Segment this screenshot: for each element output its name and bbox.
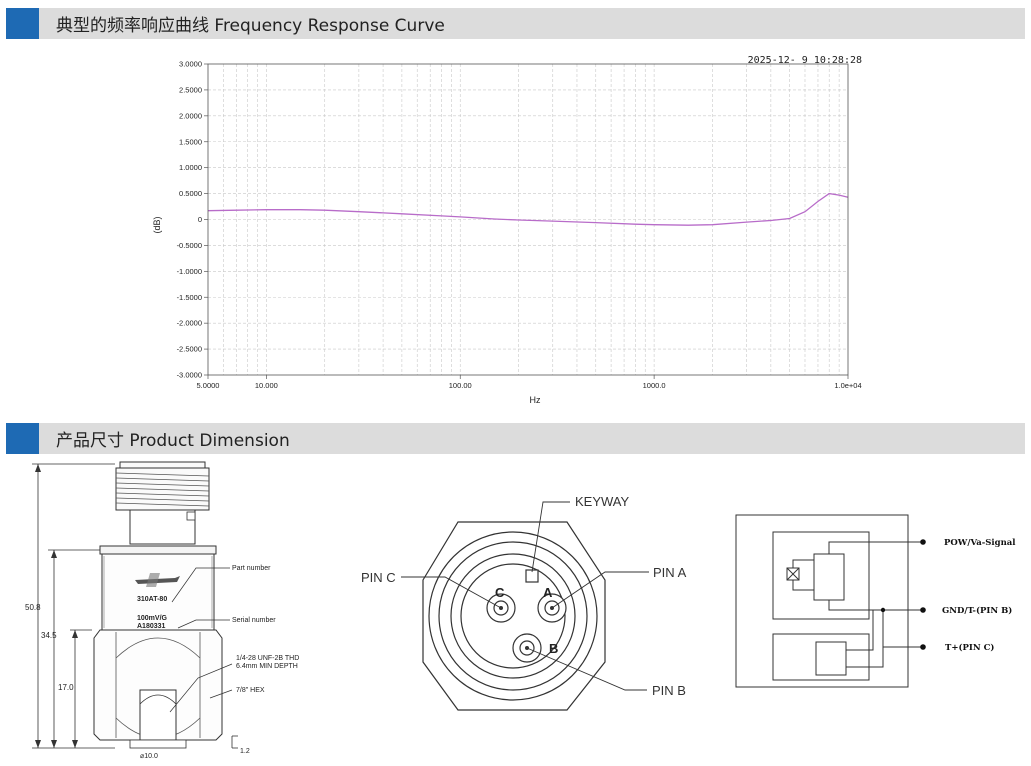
pin-letter-c: C (495, 585, 505, 600)
wire-pow-label: POW/Va-Signal (944, 538, 1016, 548)
y-tick-label: 2.5000 (179, 85, 202, 94)
section-header-frequency: 典型的频率响应曲线 Frequency Response Curve (6, 8, 1025, 39)
y-tick-label: -1.0000 (177, 267, 202, 276)
y-tick-label: 0 (198, 215, 202, 224)
y-tick-label: -1.5000 (177, 293, 202, 302)
x-tick-label: 1000.0 (643, 381, 666, 390)
wire-tplus-label: T+(PIN C) (945, 642, 994, 653)
chart-timestamp: 2025-12- 9 10:28:28 (748, 55, 862, 66)
dim-body-height: 34.5 (41, 631, 57, 640)
wire-gnd-label: GND/T-(PIN B) (942, 605, 1012, 616)
section-title-dimension: 产品尺寸 Product Dimension (56, 431, 290, 451)
pin-b-label: PIN B (652, 683, 686, 698)
keyway-label: KEYWAY (575, 494, 630, 509)
pin-letter-a: A (543, 585, 553, 600)
chart-svg: 3.0000 2.5000 2.0000 1.5000 1.0000 0.5000 0 -0.… (150, 48, 870, 408)
pin-letter-b: B (549, 641, 558, 656)
y-tick-label: -2.0000 (177, 319, 202, 328)
serial-value: A180331 (137, 623, 166, 630)
pin-c-label: PIN C (361, 570, 396, 585)
y-tick-label: -2.5000 (177, 345, 202, 354)
connector-pinout-drawing: C A B KEYWAY PIN C PIN A PIN B (355, 480, 715, 720)
thread-spec-line1: 1/4-28 UNF-2B THD (236, 655, 299, 662)
hex-size-label: 7/8" HEX (236, 687, 265, 694)
part-number-label: Part number (232, 565, 271, 572)
section-accent (6, 423, 39, 454)
part-number-value: 310AT-80 (137, 596, 167, 603)
serial-number-label: Serial number (232, 617, 276, 624)
series-line (207, 192, 849, 226)
sensitivity-value: 100mV/G (137, 615, 168, 622)
y-tick-label: 1.5000 (179, 137, 202, 146)
y-tick-label: 0.5000 (179, 189, 202, 198)
y-axis-title: (dB) (152, 216, 162, 233)
y-tick-label: 1.0000 (179, 163, 202, 172)
pin-a-label: PIN A (653, 565, 687, 580)
brand-logo (135, 573, 180, 587)
diameter-label: ⌀10.0 (140, 753, 158, 760)
x-tick-label: 100.00 (449, 381, 472, 390)
thread-spec-line2: 6.4mm MIN DEPTH (236, 663, 298, 670)
y-tick-label: -3.0000 (177, 371, 202, 380)
x-tick-label: 1.0e+04 (834, 381, 861, 390)
recess-depth-label: 1.2 (240, 748, 250, 755)
section-header-dimension: 产品尺寸 Product Dimension (6, 423, 1025, 454)
frequency-response-chart: 3.0000 2.5000 2.0000 1.5000 1.0000 0.5000 0 -0.… (150, 48, 870, 408)
x-tick-label: 10.000 (255, 381, 278, 390)
section-title-frequency: 典型的频率响应曲线 Frequency Response Curve (56, 16, 445, 36)
sensor-dimension-drawing: 50.8 34.5 17.0 310AT-80 100mV/G A180331 (20, 458, 320, 763)
y-tick-label: 2.0000 (179, 111, 202, 120)
x-tick-label: 5.0000 (197, 381, 220, 390)
y-tick-label: 3.0000 (179, 60, 202, 69)
wiring-schematic: POW/Va-Signal GND/T-(PIN B) T+(PIN C) (733, 512, 1025, 692)
dim-overall-height: 50.8 (25, 603, 41, 612)
section-accent (6, 8, 39, 39)
dim-hex-height: 17.0 (58, 683, 74, 692)
y-tick-label: -0.5000 (177, 241, 202, 250)
x-axis-title: Hz (530, 395, 541, 405)
